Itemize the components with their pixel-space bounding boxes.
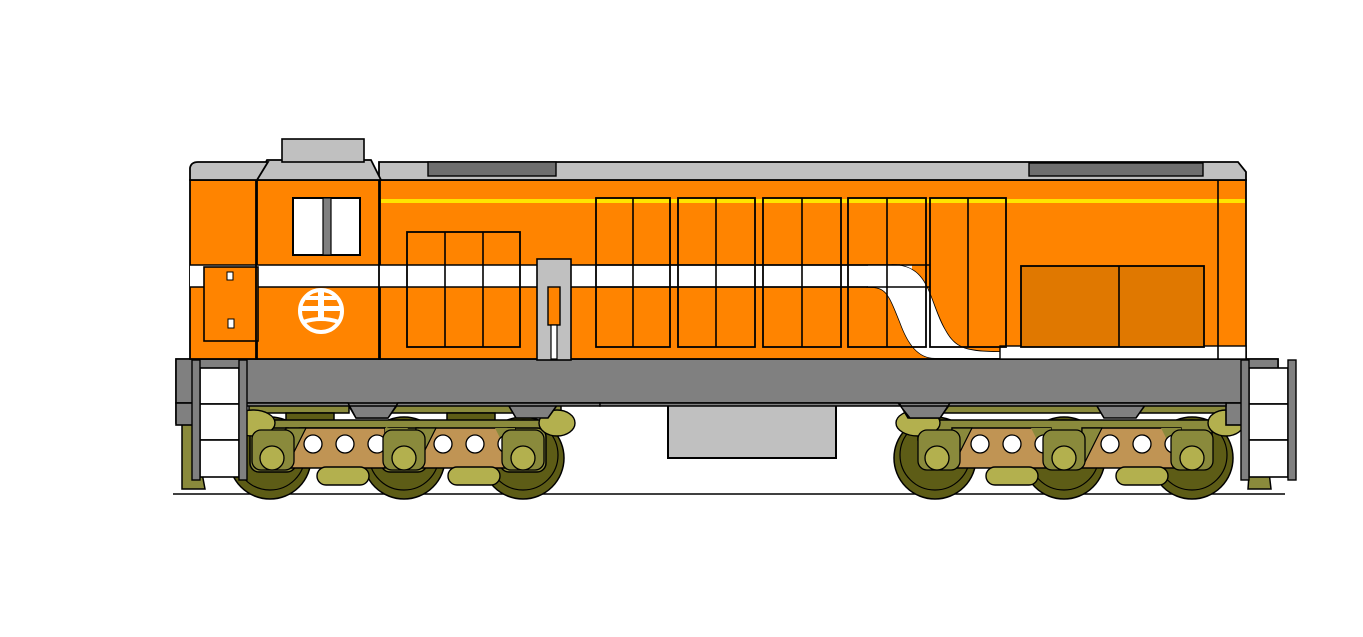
front-hole-2 <box>335 434 355 454</box>
rear-lower-white-sill <box>999 345 1247 360</box>
walkway-door-handle <box>550 324 558 360</box>
louver-group-3 <box>762 197 842 348</box>
underframe-slab <box>175 358 1279 404</box>
rear-step-tread-3 <box>1248 439 1289 478</box>
cab-roof-hatch <box>281 138 365 163</box>
rear-step-tread-2 <box>1248 403 1289 441</box>
rear-hole-2 <box>1002 434 1022 454</box>
rear-hub-2 <box>1051 445 1077 471</box>
front-hole-5 <box>465 434 485 454</box>
walkway-door-window <box>547 286 561 326</box>
rear-hole-4 <box>1100 434 1120 454</box>
rear-sand-pad-2 <box>1115 466 1169 486</box>
yellow-beltline-stripe <box>381 199 1245 203</box>
emblem-lower-arc <box>302 317 340 324</box>
radiator-grille-panel <box>1020 265 1205 348</box>
rear-step-tread-1 <box>1248 367 1289 405</box>
front-hole-4 <box>433 434 453 454</box>
front-hub-1 <box>259 445 285 471</box>
rear-step-stringer-inner <box>1240 359 1250 481</box>
cab-roof <box>254 159 383 181</box>
radiator-grille-frame <box>1020 265 1205 348</box>
railway-roundel-emblem <box>298 288 344 334</box>
louver-group-4 <box>847 197 927 348</box>
forward-roof-vent <box>427 161 557 177</box>
rear-hub-3 <box>1179 445 1205 471</box>
rear-hub-1 <box>924 445 950 471</box>
rear-hole-5 <box>1132 434 1152 454</box>
front-step-stringer-inner <box>238 359 248 481</box>
fuel-tank <box>667 399 837 459</box>
rear-hole-1 <box>970 434 990 454</box>
front-hole-1 <box>303 434 323 454</box>
rear-step-stringer-outer <box>1287 359 1297 481</box>
emblem-stem <box>318 292 324 321</box>
white-stripe-sweep-fill <box>868 265 1000 358</box>
cab-window-mullion <box>322 197 332 256</box>
front-step-tread-2 <box>199 403 240 441</box>
rear-roof-vent <box>1028 162 1204 177</box>
underframe-notch-rear <box>599 402 1227 419</box>
forward-equipment-door-group <box>406 231 521 348</box>
front-end-steps <box>191 359 248 481</box>
front-step-tread-1 <box>199 367 240 405</box>
short-hood-roof <box>189 161 270 181</box>
center-walkway-door <box>536 258 572 361</box>
short-hood-door-latch-lower <box>227 318 235 329</box>
louver-group-1 <box>595 197 671 348</box>
front-sand-pad-2 <box>447 466 501 486</box>
front-sand-pad-1 <box>316 466 370 486</box>
short-hood-door-latch-upper <box>226 271 234 281</box>
forward-door-frame <box>406 231 521 348</box>
louver-group-2 <box>677 197 756 348</box>
louver-group-5 <box>929 197 1007 348</box>
rear-sand-pad-1 <box>985 466 1039 486</box>
front-hub-2 <box>391 445 417 471</box>
front-hub-3 <box>510 445 536 471</box>
front-step-tread-3 <box>199 439 240 478</box>
rear-end-steps <box>1240 359 1297 481</box>
front-step-stringer-outer <box>191 359 201 481</box>
underframe-notch-front <box>235 402 601 419</box>
